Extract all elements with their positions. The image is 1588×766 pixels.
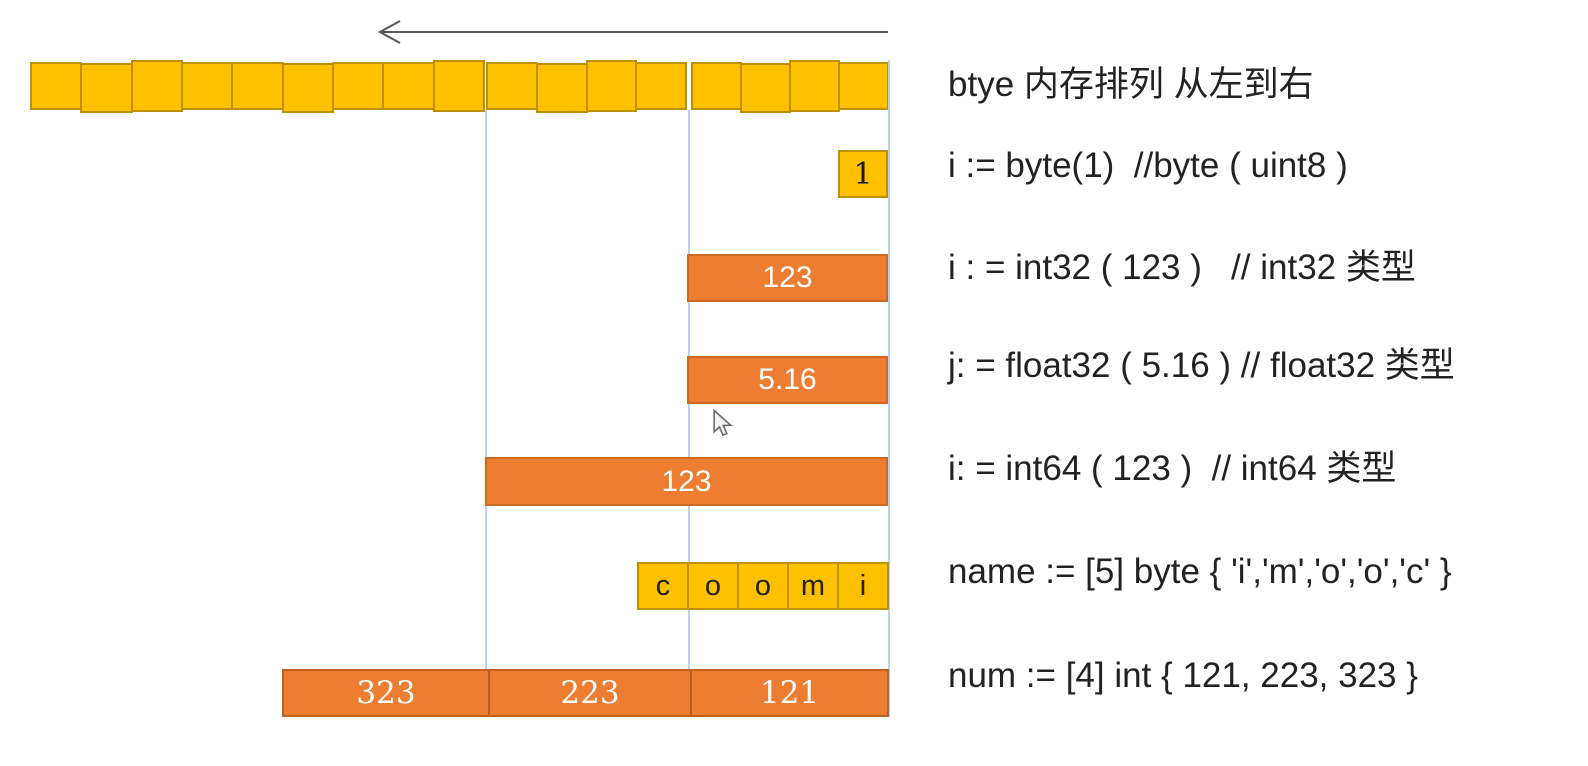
code-line-int32: i : = int32 ( 123 ) // int32 类型 [948, 248, 1416, 287]
code-line-byte: i := byte(1) //byte ( uint8 ) [948, 146, 1348, 185]
byte-cell [740, 63, 791, 113]
byte-cell [838, 62, 889, 110]
name-cell-label: o [754, 569, 772, 602]
code-line-title: btye 内存排列 从左到右 [948, 65, 1314, 104]
name-cell-label: c [655, 569, 671, 602]
byte-value-box: 1 [838, 150, 888, 198]
byte-cell [180, 62, 234, 110]
name-cell-label: i [859, 569, 867, 602]
guide-line-right-edge [888, 60, 890, 717]
byte-cell [130, 60, 183, 112]
name-cell: m [787, 562, 839, 610]
byte-cell [231, 62, 284, 110]
byte-cell [691, 62, 742, 110]
int32-bar: 123 [687, 254, 888, 302]
num-int-array: 323 223 121 [282, 669, 889, 717]
byte-value-label: 1 [853, 156, 873, 192]
byte-row-group-2 [486, 60, 687, 113]
float32-bar-label: 5.16 [758, 363, 817, 396]
byte-cell [635, 62, 687, 110]
name-cell: i [837, 562, 889, 610]
code-line-int64: i: = int64 ( 123 ) // int64 类型 [948, 449, 1397, 488]
byte-cell [585, 60, 638, 112]
code-line-name: name := [5] byte { 'i','m','o','o','c' } [948, 552, 1452, 591]
left-direction-arrow-icon [377, 20, 888, 44]
int64-bar: 123 [485, 457, 888, 506]
name-cell-label: o [704, 569, 722, 602]
mouse-cursor-icon [713, 409, 733, 437]
num-cell-label: 323 [356, 675, 416, 711]
name-byte-array: c o o m i [637, 562, 889, 610]
byte-row-group-1 [30, 60, 485, 113]
int32-bar-label: 123 [762, 261, 813, 294]
code-line-num: num := [4] int { 121, 223, 323 } [948, 656, 1418, 695]
byte-cell [331, 62, 385, 110]
name-cell-label: m [800, 569, 826, 602]
num-cell: 323 [284, 671, 488, 715]
byte-cell [30, 62, 83, 110]
int64-bar-label: 123 [661, 464, 712, 498]
num-cell: 121 [690, 671, 887, 715]
num-cell-label: 223 [560, 675, 620, 711]
byte-cell [486, 62, 538, 110]
name-cell: c [637, 562, 689, 610]
byte-cell [535, 63, 588, 113]
name-cell: o [737, 562, 789, 610]
byte-cell [80, 63, 133, 113]
num-cell-label: 121 [759, 675, 820, 711]
byte-cell [789, 60, 840, 112]
byte-cell [432, 60, 485, 112]
byte-cell [382, 62, 435, 110]
float32-bar: 5.16 [687, 356, 888, 404]
name-cell: o [687, 562, 739, 610]
guide-line-8byte [485, 110, 487, 669]
byte-row-group-3 [691, 60, 889, 113]
code-line-float32: j: = float32 ( 5.16 ) // float32 类型 [948, 346, 1455, 385]
byte-cell [281, 63, 334, 113]
num-cell: 223 [488, 671, 690, 715]
